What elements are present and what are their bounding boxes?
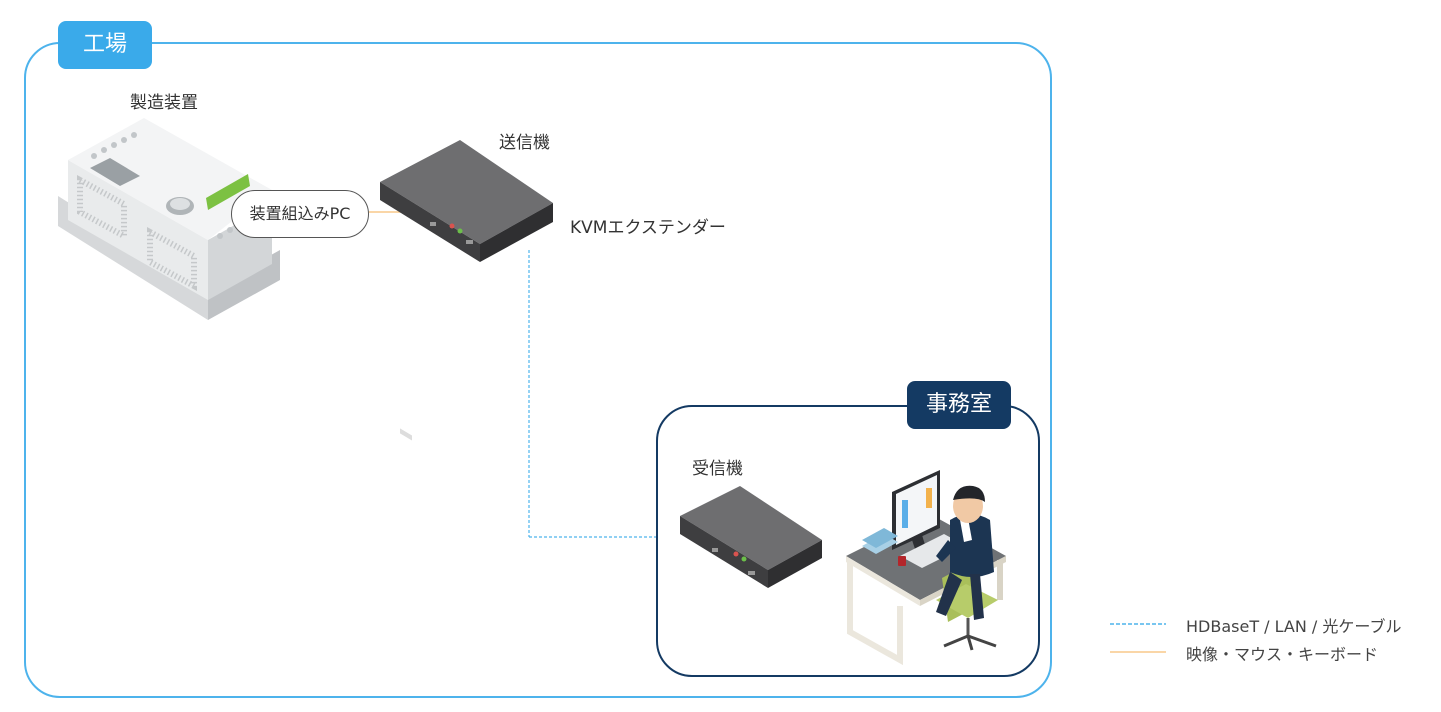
mug — [898, 556, 906, 566]
receiver-label: 受信機 — [692, 459, 743, 479]
transmitter-logo — [400, 428, 412, 441]
monitor — [892, 470, 940, 552]
machine-label: 製造装置 — [130, 93, 198, 113]
office-zone-label: 事務室 — [907, 381, 1011, 429]
legend-av-signal: 映像・マウス・キーボード — [1186, 645, 1379, 664]
books — [862, 528, 898, 554]
kvm-extender-label: KVMエクステンダー — [570, 218, 726, 238]
machine-body — [58, 118, 280, 320]
legend-network-cable: HDBaseT / LAN / 光ケーブル — [1186, 617, 1402, 636]
embedded-pc-bubble: 装置組込みPC — [231, 190, 369, 238]
machine-green-indicator — [206, 174, 250, 210]
transmitter-label: 送信機 — [499, 133, 550, 153]
machine-panel — [90, 158, 140, 186]
factory-zone — [24, 42, 1052, 698]
person — [936, 485, 994, 620]
factory-zone-label: 工場 — [58, 21, 152, 69]
